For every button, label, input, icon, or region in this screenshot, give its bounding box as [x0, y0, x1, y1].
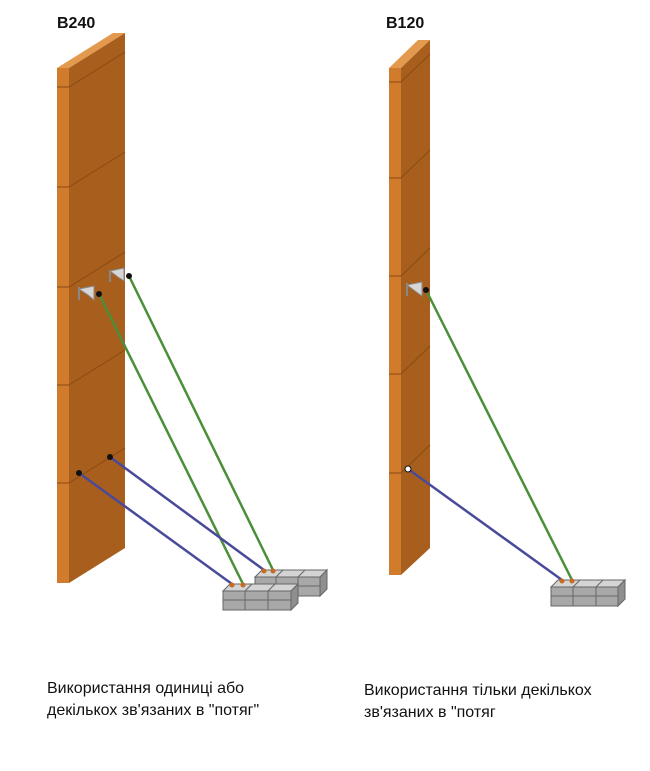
- ballast-block-icon: [221, 582, 300, 612]
- wall-b120: [389, 40, 431, 575]
- brace-lower-blue: [406, 467, 564, 582]
- anchor-point-icon: [423, 287, 429, 293]
- panel-title-b120: B120: [386, 15, 425, 32]
- braces-b120: [406, 288, 574, 582]
- caption-b240-line2: декількох зв'язаних в "потяг": [47, 702, 260, 719]
- caption-b240: Використання одиниці або декількох зв'яз…: [47, 678, 259, 722]
- wall-b240-side: [69, 33, 125, 583]
- wall-b120-side: [401, 40, 430, 575]
- wall-b240-front: [57, 68, 69, 583]
- bracket-icon: [405, 281, 423, 297]
- brace-upper-green: [424, 288, 574, 582]
- wall-bracing-diagram: [57, 33, 627, 612]
- anchor-point-icon: [126, 273, 132, 279]
- anchor-point-icon: [404, 465, 412, 473]
- braces-b240: [77, 274, 275, 586]
- bracket-icon: [108, 267, 125, 282]
- caption-b120-line1: Використання тільки декількох: [364, 682, 592, 699]
- wall-b120-joints: [389, 53, 431, 474]
- brace-lower-blue: [108, 455, 266, 572]
- caption-b120-line2: зв'язаних в "потяг: [364, 704, 496, 721]
- anchor-point-icon: [107, 454, 113, 460]
- wall-b120-front: [389, 68, 401, 575]
- wall-b240-top: [57, 33, 125, 68]
- brace-upper-green: [127, 274, 275, 572]
- wall-b120-top: [389, 40, 430, 68]
- brace-lower-blue: [77, 471, 234, 586]
- caption-b120: Використання тільки декількох зв'язаних …: [364, 680, 592, 724]
- caption-b240-line1: Використання одиниці або: [47, 680, 245, 697]
- wall-b240: [57, 33, 126, 583]
- wall-b240-joints: [57, 51, 126, 484]
- bracket-icon: [77, 285, 95, 302]
- anchor-point-icon: [76, 470, 82, 476]
- anchor-point-icon: [96, 291, 102, 297]
- panel-title-b240: B240: [57, 15, 96, 32]
- anchor-points-b240: [76, 273, 132, 476]
- ballast-block-icon: [549, 578, 627, 608]
